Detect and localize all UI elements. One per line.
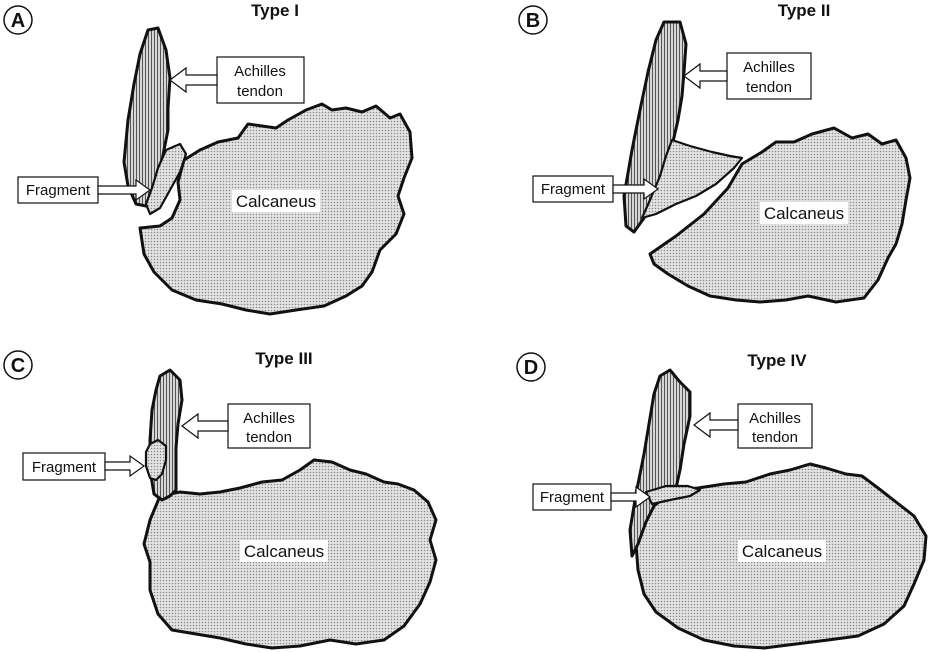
panel-c-fragment-label: Fragment: [32, 459, 97, 476]
panel-a-title: Type I: [251, 1, 299, 20]
panel-c: C Type III Achilles tendon Fragment Calc…: [4, 349, 436, 648]
panel-c-title: Type III: [255, 349, 312, 368]
panel-d-fragment-label: Fragment: [540, 489, 605, 506]
panel-b-achilles-arrow: [684, 64, 727, 88]
panel-a-letter: A: [11, 10, 25, 32]
panel-c-calcaneus-label: Calcaneus: [244, 542, 324, 561]
panel-a-calcaneus-label: Calcaneus: [236, 192, 316, 211]
panel-c-achilles-label-1: Achilles: [243, 410, 295, 427]
panel-a-achilles-label-1: Achilles: [234, 63, 286, 80]
panel-d-calcaneus-label: Calcaneus: [742, 542, 822, 561]
panel-b: B Type II Achilles tendon Fragment Calca…: [519, 1, 910, 302]
panel-d: D Type IV Achilles tendon Fragment Calca…: [517, 351, 926, 648]
panel-a: A Type I Achilles tendon Fragment Calcan…: [4, 1, 412, 314]
panel-b-fragment-label: Fragment: [541, 181, 606, 198]
panel-a-fragment-label: Fragment: [26, 182, 91, 199]
panel-d-achilles-label-1: Achilles: [749, 410, 801, 427]
panel-c-fragment-arrow: [105, 456, 144, 476]
panel-c-achilles-arrow: [182, 414, 228, 438]
panel-d-title: Type IV: [747, 351, 807, 370]
panel-b-achilles-label-1: Achilles: [743, 59, 795, 76]
panel-d-achilles-arrow: [694, 413, 738, 437]
panel-c-letter: C: [11, 355, 25, 377]
panel-d-achilles-label-2: tendon: [752, 429, 798, 446]
panel-c-achilles-label-2: tendon: [246, 429, 292, 446]
panel-b-calcaneus-label: Calcaneus: [764, 204, 844, 223]
panel-b-achilles-label-2: tendon: [746, 79, 792, 96]
panel-a-achilles-label-2: tendon: [237, 83, 283, 100]
panel-c-fragment-shape: [146, 440, 166, 480]
panel-a-achilles-arrow: [170, 68, 217, 92]
panel-b-letter: B: [526, 10, 540, 32]
panel-b-title: Type II: [778, 1, 831, 20]
panel-d-letter: D: [524, 357, 538, 379]
